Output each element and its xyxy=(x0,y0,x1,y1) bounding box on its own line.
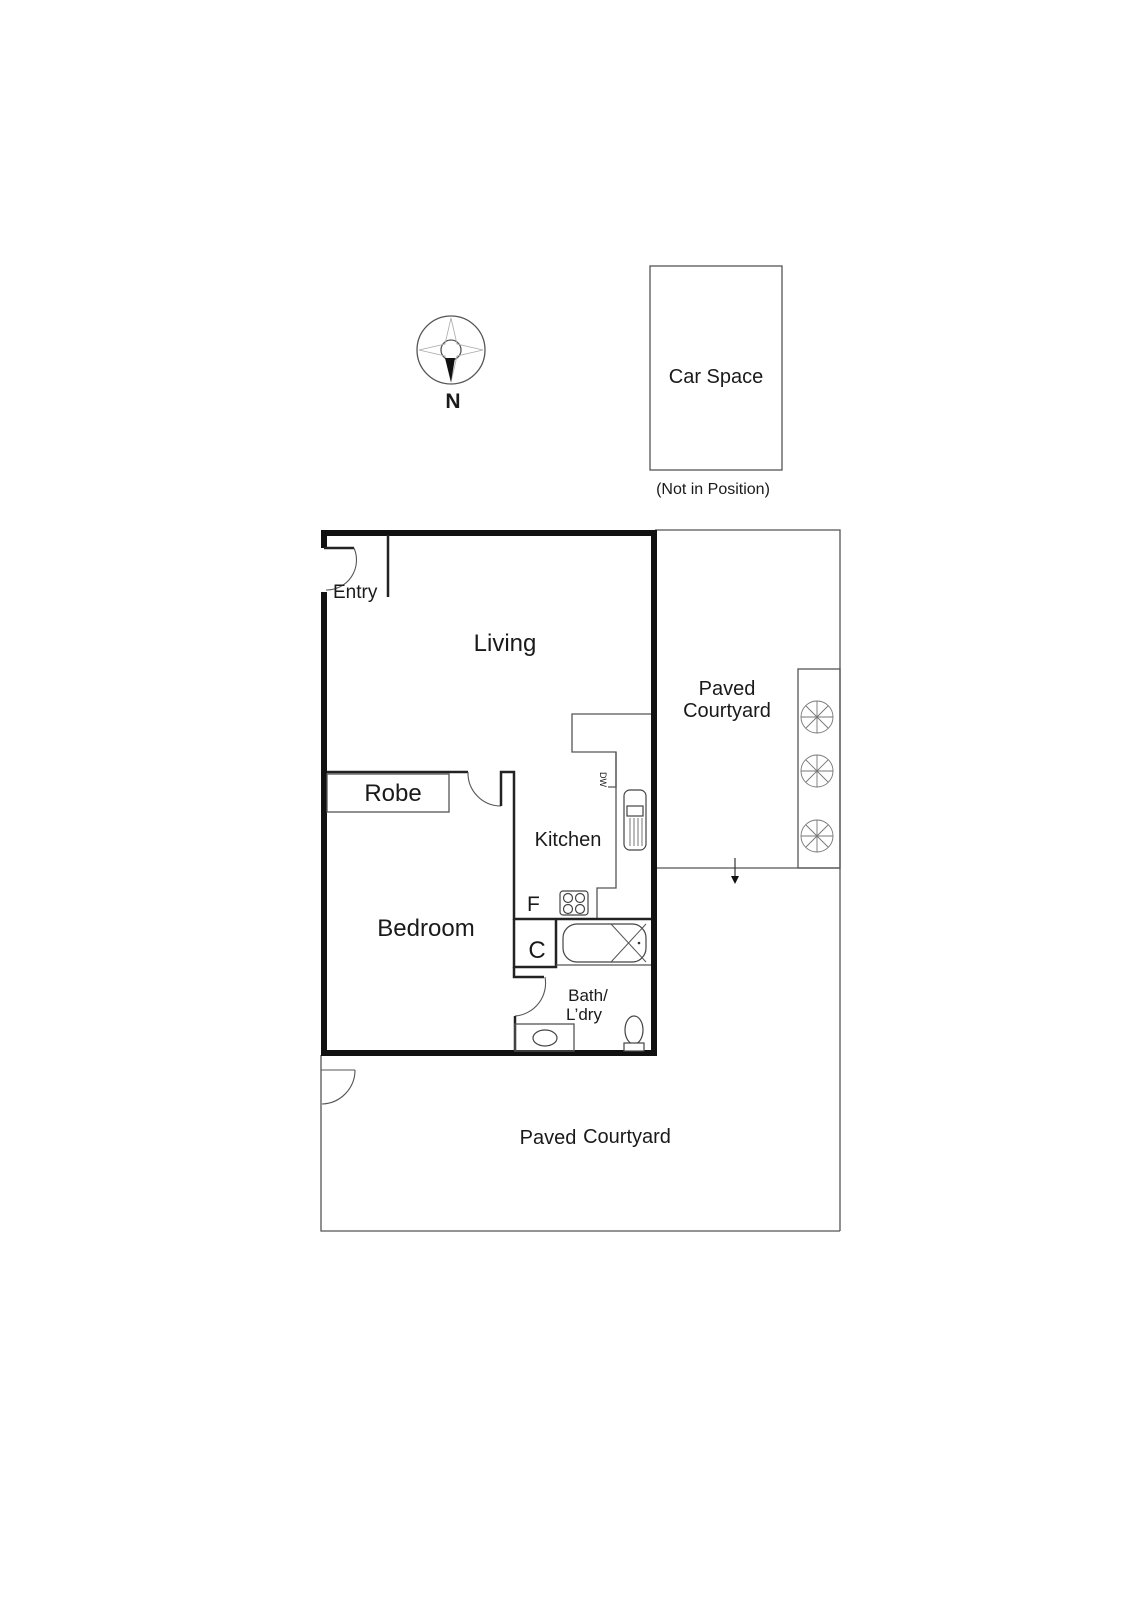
side-courtyard: Paved Courtyard xyxy=(655,529,841,1231)
bath-label-line2: L’dry xyxy=(566,1005,602,1024)
plant-icon xyxy=(800,700,834,734)
bath-laundry: Bath/ L’dry xyxy=(513,976,645,1052)
rear-courtyard-label-word1: Paved xyxy=(520,1127,577,1149)
basin-icon xyxy=(532,1029,558,1047)
bathtub-icon xyxy=(562,923,647,963)
car-space: Car Space (Not in Position) xyxy=(649,265,783,498)
rear-courtyard-label-word2: Courtyard xyxy=(583,1126,671,1148)
bath-label-line1: Bath/ xyxy=(568,986,608,1005)
exterior-walls xyxy=(321,530,657,1056)
entry-label: Entry xyxy=(333,582,378,603)
dishwasher-label: DW xyxy=(598,772,608,787)
compass-icon: N xyxy=(416,315,486,413)
car-space-note: (Not in Position) xyxy=(656,481,770,498)
rear-courtyard: Paved Courtyard xyxy=(320,1055,840,1232)
side-courtyard-label-line1: Paved xyxy=(699,678,756,700)
plant-icon xyxy=(800,819,834,853)
robe: Robe xyxy=(326,770,516,920)
entry: Entry xyxy=(324,535,390,603)
cupboard-label: C xyxy=(528,937,545,964)
toilet-icon xyxy=(623,1015,645,1052)
living-label: Living xyxy=(474,630,537,657)
kitchen-label: Kitchen xyxy=(535,829,602,851)
bedroom-label: Bedroom xyxy=(377,915,474,942)
kitchen: DW Kitchen F xyxy=(527,713,651,918)
car-space-label: Car Space xyxy=(669,366,764,388)
side-courtyard-label-line2: Courtyard xyxy=(683,700,771,722)
wet-area-walls: C xyxy=(512,917,651,979)
cooktop-icon xyxy=(559,890,589,916)
step-down-arrow-icon xyxy=(731,858,739,884)
fridge-label: F xyxy=(527,893,540,916)
robe-label: Robe xyxy=(364,780,421,807)
plant-icon xyxy=(800,754,834,788)
compass-north-label: N xyxy=(445,390,460,413)
sink-icon xyxy=(623,789,647,851)
